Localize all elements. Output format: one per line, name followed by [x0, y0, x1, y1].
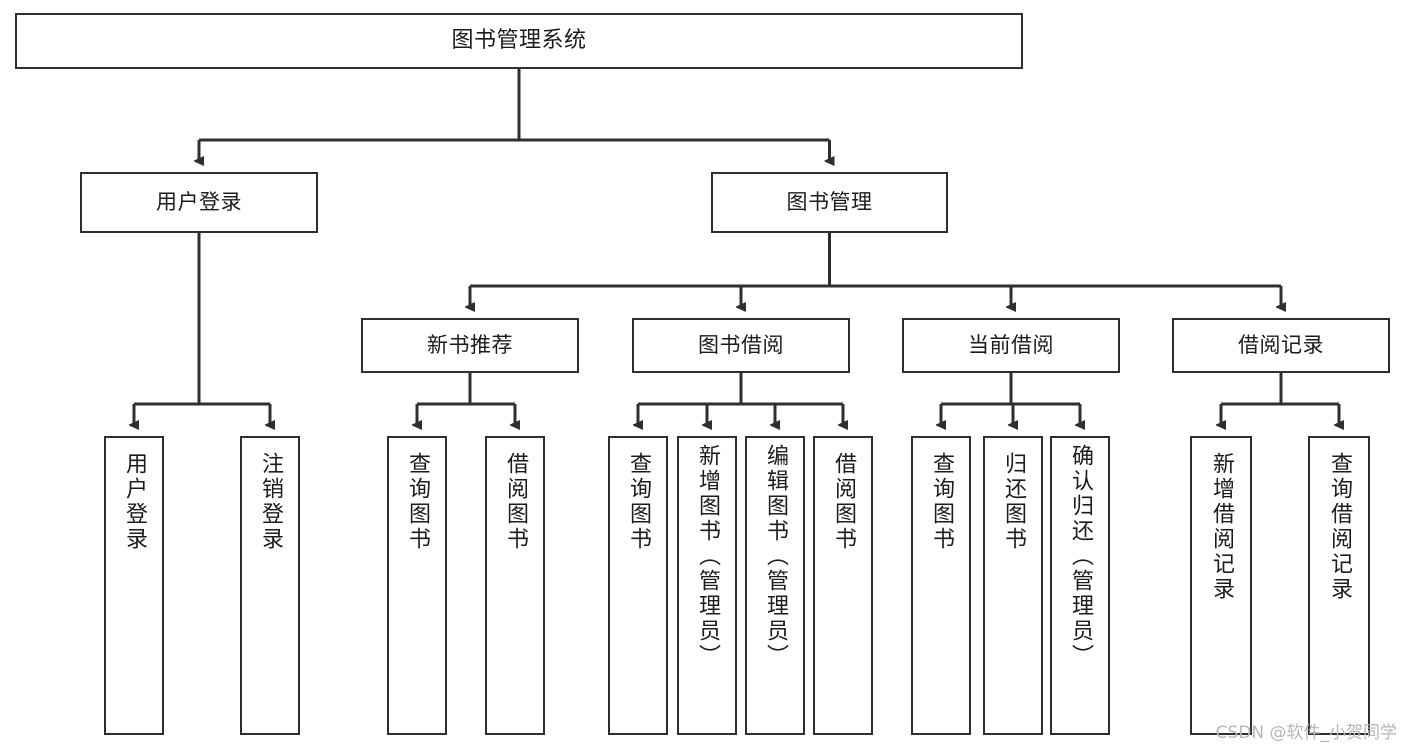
- node-leaf-confirm-return[interactable]: 确认归还（管理员）: [1050, 436, 1110, 735]
- node-label: 新增借阅记录: [1209, 452, 1234, 602]
- node-label: 查询图书: [929, 452, 954, 552]
- node-label: 新书推荐: [427, 333, 513, 358]
- node-label: 用户登录: [122, 452, 147, 552]
- node-leaf-borrow-book[interactable]: 借阅图书: [813, 436, 873, 735]
- node-label: 确认归还（管理员）: [1068, 444, 1093, 669]
- node-new-book-recommend[interactable]: 新书推荐: [361, 318, 579, 373]
- node-label: 新增图书（管理员）: [695, 444, 720, 669]
- node-leaf-add-book[interactable]: 新增图书（管理员）: [677, 436, 737, 735]
- node-label: 用户登录: [156, 190, 242, 215]
- node-label: 归还图书: [1001, 452, 1026, 552]
- node-label: 当前借阅: [968, 333, 1054, 358]
- node-label: 图书管理: [786, 190, 873, 215]
- node-label: 借阅图书: [831, 452, 856, 552]
- node-leaf-borrow-book-recommend[interactable]: 借阅图书: [485, 436, 545, 735]
- node-label: 借阅记录: [1238, 333, 1324, 358]
- node-user-login[interactable]: 用户登录: [80, 172, 318, 233]
- node-borrow-record[interactable]: 借阅记录: [1172, 318, 1390, 373]
- node-leaf-add-borrow-record[interactable]: 新增借阅记录: [1190, 436, 1252, 735]
- node-book-borrow[interactable]: 图书借阅: [632, 318, 850, 373]
- node-leaf-query-book-recommend[interactable]: 查询图书: [387, 436, 447, 735]
- node-leaf-edit-book[interactable]: 编辑图书（管理员）: [745, 436, 805, 735]
- node-leaf-user-login[interactable]: 用户登录: [104, 436, 164, 735]
- node-label: 编辑图书（管理员）: [763, 444, 788, 669]
- node-label: 图书管理系统: [451, 28, 587, 54]
- node-leaf-query-borrow-record[interactable]: 查询借阅记录: [1308, 436, 1370, 735]
- csdn-watermark: CSDN @软件_小贺同学: [1215, 723, 1397, 743]
- node-label: 注销登录: [258, 452, 283, 552]
- node-label: 图书借阅: [698, 333, 784, 358]
- node-leaf-user-logout[interactable]: 注销登录: [240, 436, 300, 735]
- node-leaf-query-book-current[interactable]: 查询图书: [911, 436, 971, 735]
- node-label: 查询图书: [405, 452, 430, 552]
- node-label: 借阅图书: [503, 452, 528, 552]
- node-root[interactable]: 图书管理系统: [15, 13, 1023, 69]
- node-label: 查询借阅记录: [1327, 452, 1352, 602]
- node-leaf-return-book[interactable]: 归还图书: [983, 436, 1043, 735]
- node-leaf-query-book-borrow[interactable]: 查询图书: [608, 436, 668, 735]
- node-label: 查询图书: [626, 452, 651, 552]
- node-current-borrow[interactable]: 当前借阅: [902, 318, 1120, 373]
- node-book-management[interactable]: 图书管理: [711, 172, 948, 233]
